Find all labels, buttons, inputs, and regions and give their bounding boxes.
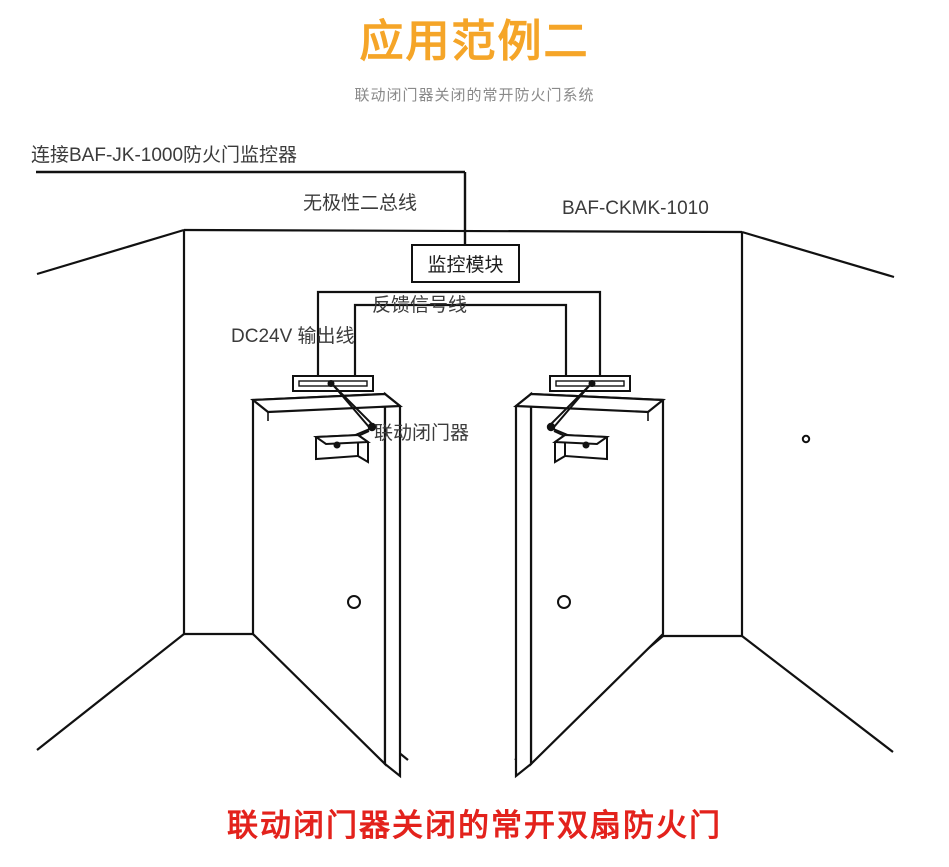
right-door-handle [557,595,571,609]
right-closer-body-pivot [582,441,590,449]
left-door-edge [383,391,402,779]
left-closer-body [313,433,371,464]
right-door-panel [513,391,666,779]
label-model-code: BAF-CKMK-1010 [562,198,709,219]
right-door-top-face [513,392,666,414]
label-monitor-connection: 连接BAF-JK-1000防火门监控器 [31,145,298,166]
left-door-handle [347,595,361,609]
left-closer-body-top [313,433,371,446]
right-wall-floor-line [741,635,894,753]
right-slide-rail [549,375,631,392]
monitoring-module-box: 监控模块 [411,244,520,283]
right-closer-body [552,433,610,464]
back-wall-top-edge [183,228,743,234]
left-slide-rail [292,375,374,392]
right-door-edge [514,391,533,779]
left-door-top-face [250,392,403,414]
inner-wire-path [353,303,568,386]
left-closer-body-pivot [333,441,341,449]
label-feedback-wire: 反馈信号线 [372,295,468,316]
module-wiring [316,290,602,386]
left-door-panel [250,391,403,779]
left-wall-floor-line [36,633,185,751]
page-title: 应用范例二 [359,17,590,66]
wall-outlet-dot [801,434,811,444]
left-arm-link-lower [333,385,370,428]
right-wall-ceiling-line [741,230,895,279]
bus-wiring [36,170,467,245]
page-subtitle: 联动闭门器关闭的常开防火门系统 [354,87,595,104]
right-closer-body-top [552,433,610,446]
outer-wire-path [316,290,602,386]
label-dc24v-wire: DC24V 输出线 [231,326,355,347]
label-bus-line: 无极性二总线 [303,193,418,214]
label-door-closer: 联动闭门器 [374,423,470,444]
right-arm-link-lower [553,385,590,428]
bottom-caption: 联动闭门器关闭的常开双扇防火门 [227,808,722,843]
right-arm-pivot [546,422,556,432]
left-wall-ceiling-line [36,228,185,276]
left-arm-pivot [367,422,377,432]
